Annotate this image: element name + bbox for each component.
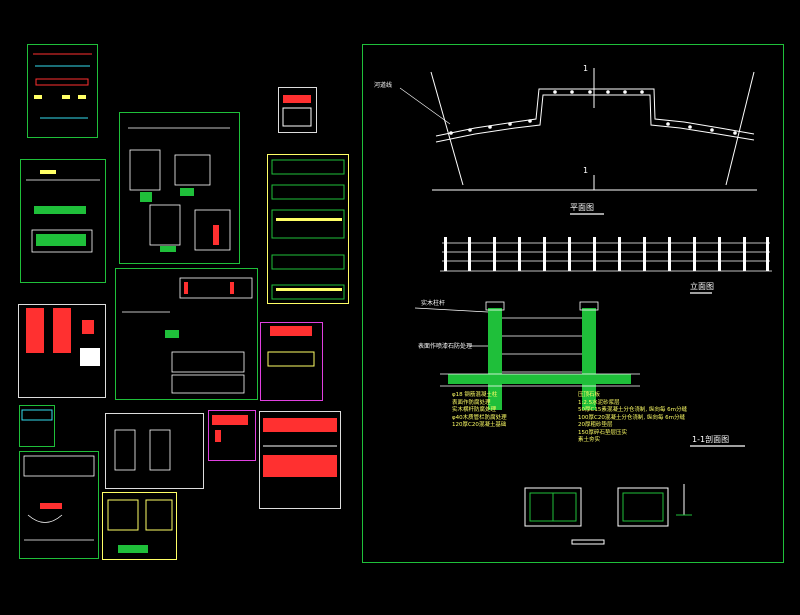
material-left-4: φ40木质管栏防腐处理: [452, 414, 507, 421]
material-right-5: 20厚粗砂垫层: [578, 422, 613, 428]
sheet-1[interactable]: [27, 44, 98, 138]
finish-label: 表面作喷漆石防处理: [418, 343, 473, 350]
elevation-title: 立面图: [690, 282, 714, 291]
material-left-3: 实木横杆防腐处理: [452, 407, 497, 413]
elevation-view: [440, 242, 772, 272]
material-right-3: 50厚C15素混凝土分仓浇制, 纵向每 6m分缝: [578, 407, 687, 413]
material-right-7: 素土夯实: [578, 437, 601, 443]
plan-view: [430, 68, 757, 191]
sheet-6[interactable]: [115, 268, 258, 400]
sheet-10[interactable]: [105, 413, 204, 489]
river-line-label: 河道线: [374, 82, 393, 89]
material-right-6: 150厚碎石垫层压实: [578, 429, 627, 436]
material-right-1: 压顶石板: [578, 392, 601, 398]
sheet-5[interactable]: [267, 154, 349, 304]
sheet-3[interactable]: [119, 112, 240, 264]
section-view: [414, 301, 745, 447]
section-mark-top: 1: [583, 64, 589, 73]
materials-left: φ18 钢筋混凝土柱 表面作防腐处理 实木横杆防腐处理 φ40木质管栏防腐处理 …: [452, 392, 507, 430]
section-mark-bottom: 1: [583, 166, 589, 175]
material-right-4: 100厚C20混凝土分仓浇制, 纵向每 6m分缝: [578, 414, 685, 421]
material-left-1: φ18 钢筋混凝土柱: [452, 392, 498, 398]
material-left-2: 表面作防腐处理: [452, 399, 491, 406]
sheet-12[interactable]: [259, 411, 341, 509]
materials-right: 压顶石板 1:2.5水泥砂浆层 50厚C15素混凝土分仓浇制, 纵向每 6m分缝…: [578, 392, 687, 445]
sheet-7[interactable]: [18, 304, 106, 398]
sheet-2[interactable]: [278, 87, 317, 133]
section-title: 1-1剖面图: [692, 435, 730, 444]
plan-title: 平面图: [570, 203, 594, 212]
sheet-8[interactable]: [260, 322, 323, 401]
post-label: 实木柱杆: [421, 300, 446, 307]
material-left-5: 120厚C20混凝土基础: [452, 422, 507, 428]
sheet-13[interactable]: [19, 451, 99, 559]
sheet-11[interactable]: [208, 410, 256, 461]
sheet-4[interactable]: [20, 159, 106, 283]
bottom-details: [524, 484, 692, 545]
material-right-2: 1:2.5水泥砂浆层: [578, 399, 620, 406]
sheet-14[interactable]: [102, 492, 177, 560]
main-drawing-frame[interactable]: [362, 44, 784, 563]
sheet-9[interactable]: [19, 405, 55, 447]
